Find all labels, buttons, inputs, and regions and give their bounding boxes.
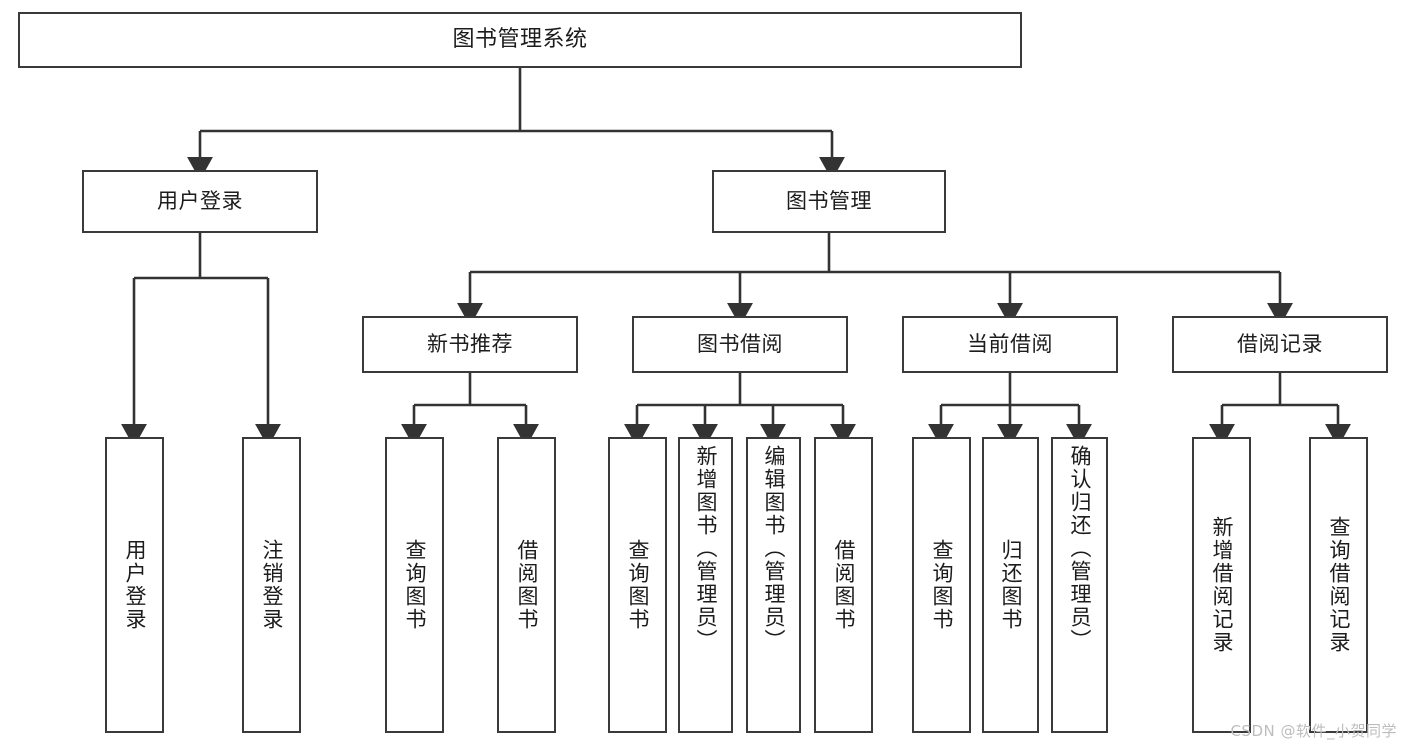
- node-book-borrow[interactable]: 图书借阅: [632, 316, 848, 373]
- leaf-borrow-book-newbook[interactable]: 借阅图书: [497, 437, 556, 733]
- node-label: 查询图书: [625, 539, 650, 631]
- node-label: 查询图书: [929, 539, 954, 631]
- node-label: 用户登录: [122, 539, 147, 631]
- node-label: 查询借阅记录: [1326, 516, 1351, 654]
- node-book-management[interactable]: 图书管理: [712, 170, 946, 233]
- node-label: 图书管理: [786, 189, 872, 214]
- node-user-login[interactable]: 用户登录: [82, 170, 318, 233]
- node-borrow-records[interactable]: 借阅记录: [1172, 316, 1388, 373]
- watermark: CSDN @软件_小贺同学: [1230, 722, 1397, 740]
- leaf-query-book-newbook[interactable]: 查询图书: [385, 437, 444, 733]
- node-label: 当前借阅: [967, 332, 1053, 357]
- leaf-return-book[interactable]: 归还图书: [982, 437, 1039, 733]
- node-label: 确认归还（管理员）: [1067, 445, 1092, 652]
- node-label: 用户登录: [157, 189, 243, 214]
- leaf-query-borrow-record[interactable]: 查询借阅记录: [1309, 437, 1368, 733]
- node-label: 借阅图书: [514, 539, 539, 631]
- node-label: 注销登录: [259, 539, 284, 631]
- leaf-edit-book-admin[interactable]: 编辑图书（管理员）: [746, 437, 801, 733]
- node-label: 借阅图书: [831, 539, 856, 631]
- leaf-query-book-borrow[interactable]: 查询图书: [608, 437, 667, 733]
- node-label: 查询图书: [402, 539, 427, 631]
- leaf-confirm-return-admin[interactable]: 确认归还（管理员）: [1051, 437, 1108, 733]
- node-label: 图书管理系统: [452, 27, 588, 53]
- leaf-user-login[interactable]: 用户登录: [105, 437, 164, 733]
- leaf-add-borrow-record[interactable]: 新增借阅记录: [1192, 437, 1251, 733]
- node-label: 归还图书: [998, 539, 1023, 631]
- node-current-borrow[interactable]: 当前借阅: [902, 316, 1118, 373]
- node-root[interactable]: 图书管理系统: [18, 12, 1022, 68]
- node-label: 新增借阅记录: [1209, 516, 1234, 654]
- node-label: 图书借阅: [697, 332, 783, 357]
- node-label: 新增图书（管理员）: [693, 445, 718, 652]
- node-new-book-recommend[interactable]: 新书推荐: [362, 316, 578, 373]
- node-label: 编辑图书（管理员）: [761, 445, 786, 652]
- node-label: 借阅记录: [1237, 332, 1323, 357]
- leaf-logout[interactable]: 注销登录: [242, 437, 301, 733]
- leaf-borrow-book-borrow[interactable]: 借阅图书: [814, 437, 873, 733]
- leaf-add-book-admin[interactable]: 新增图书（管理员）: [678, 437, 733, 733]
- node-label: 新书推荐: [427, 332, 513, 357]
- leaf-query-book-current[interactable]: 查询图书: [912, 437, 971, 733]
